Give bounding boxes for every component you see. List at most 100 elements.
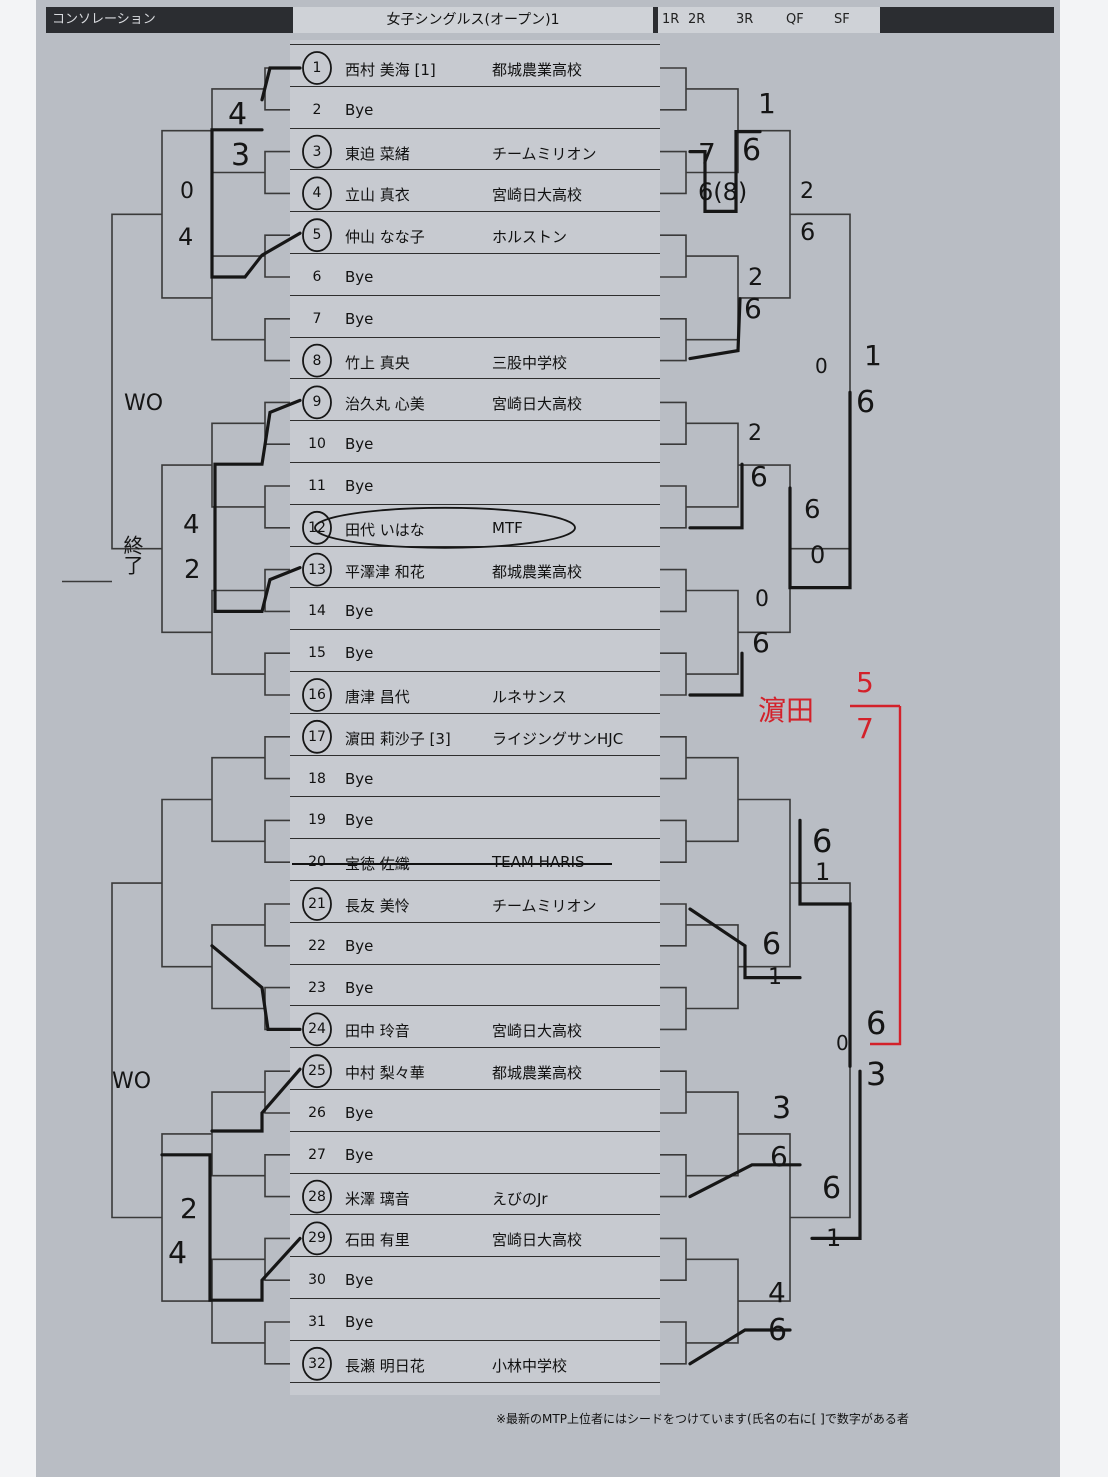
bracket-r1 [660, 150, 687, 195]
bracket-r1 [660, 986, 687, 1031]
score-right: 1 [826, 1224, 841, 1252]
row-divider [290, 921, 660, 923]
entry-club: ライジングサンHJC [492, 729, 624, 748]
row-divider [290, 880, 660, 881]
entry-number-circle [302, 385, 332, 420]
entry-name: 米澤 璃音 [345, 1189, 410, 1208]
score-right: 7 [698, 137, 716, 170]
red-name-note: 濵田 [758, 694, 814, 727]
score-right: 6 [770, 1140, 788, 1173]
score-right: 2 [748, 263, 763, 291]
entry-number: 25 [308, 1063, 326, 1080]
round-label: 2R [688, 12, 706, 27]
bracket-r1 [660, 652, 687, 696]
bracket-r1 [660, 67, 687, 111]
entry-number: 30 [308, 1272, 326, 1289]
bracket-l3 [161, 464, 212, 634]
row-divider [290, 1339, 660, 1341]
row-divider [290, 503, 660, 505]
entry-number: 2 [312, 101, 322, 118]
score-right: 6 [742, 133, 761, 168]
entry-name: Bye [345, 435, 374, 454]
score-right: 6 [762, 927, 781, 962]
pen-bracket-lines [160, 66, 862, 1366]
entry-name: 西村 美海 [1] [345, 61, 436, 79]
entry-name: 中村 梨々華 [345, 1064, 425, 1083]
entry-club: MTF [492, 518, 523, 537]
red-score: 7 [856, 712, 874, 745]
entry-number: 8 [312, 352, 322, 369]
row-divider [290, 1005, 660, 1007]
bracket-l1 [264, 819, 290, 863]
score-right: 6 [744, 292, 762, 325]
row-divider [290, 1172, 660, 1174]
row-divider [290, 587, 660, 589]
entry-number: 22 [308, 937, 326, 954]
entry-club: チームミリオン [492, 897, 597, 915]
entry-name: Bye [345, 936, 374, 955]
entry-number: 24 [308, 1021, 326, 1038]
pen-stroke [210, 128, 302, 279]
bracket-r1 [660, 1154, 687, 1198]
entry-club: TEAM HARIS [492, 853, 585, 872]
entry-number-circle [302, 134, 332, 169]
bracket-l1 [264, 736, 290, 780]
pen-stroke [688, 907, 802, 980]
entry-club: 宮崎日大高校 [492, 1022, 583, 1041]
entry-name: Bye [345, 602, 374, 621]
score-right: 1 [864, 339, 882, 372]
entry-number: 31 [308, 1314, 326, 1330]
score-left: 2 [184, 555, 201, 585]
entry-number-circle [302, 176, 332, 211]
bracket-r2 [686, 589, 739, 675]
entry-number: 29 [308, 1230, 326, 1247]
entry-name: 平澤津 和花 [345, 562, 425, 581]
pen-stroke [260, 66, 302, 102]
score-left: 4 [178, 223, 193, 251]
bracket-l1 [264, 652, 290, 696]
score-left: 2 [180, 1192, 198, 1225]
score-right: 2 [748, 421, 762, 446]
entry-number-circle [302, 343, 332, 378]
entry-number: 11 [308, 478, 326, 494]
entry-number: 19 [308, 812, 326, 829]
bracket-r2 [686, 422, 739, 508]
row-divider [290, 1214, 660, 1216]
pen-stroke [688, 462, 744, 530]
score-right: 2 [800, 179, 814, 204]
entry-name: Bye [345, 811, 374, 830]
title-box [293, 7, 653, 33]
bracket-l1 [264, 318, 290, 362]
entry-number-circle [302, 218, 332, 253]
bracket-r1 [660, 568, 687, 613]
printed-bracket-lines [62, 67, 851, 1365]
entry-club: 宮崎日大高校 [492, 1231, 583, 1250]
bracket-r1 [660, 903, 687, 947]
row-divider [290, 1256, 660, 1258]
pen-stroke [788, 390, 852, 590]
row-divider [290, 1047, 660, 1049]
entry-name: 長友 美怜 [345, 897, 410, 915]
entry-number: 15 [308, 645, 326, 662]
row-divider [290, 127, 660, 129]
bracket-r2 [686, 1091, 739, 1177]
entry-club: 小林中学校 [492, 1356, 568, 1375]
score-right: 3 [772, 1091, 791, 1126]
bracket-r4 [790, 213, 851, 550]
entry-name: Bye [345, 1313, 374, 1331]
entry-name: 東迫 菜緒 [345, 144, 410, 163]
draw-title: 女子シングルス(オープン)1 [386, 12, 560, 28]
entry-number: 20 [308, 854, 326, 871]
pen-stroke [798, 818, 852, 1068]
entry-number: 3 [312, 143, 322, 160]
entry-number: 5 [312, 227, 322, 244]
pen-stroke [210, 1067, 302, 1133]
pen-stroke [688, 1163, 802, 1199]
bracket-r2 [686, 1258, 739, 1344]
bracket-r2 [686, 756, 739, 843]
entry-club: チームミリオン [492, 144, 597, 163]
entry-club: 宮崎日大高校 [492, 395, 583, 414]
row-divider [290, 253, 660, 254]
finished-note: 終了 [120, 535, 144, 575]
entry-name: Bye [345, 1271, 374, 1290]
